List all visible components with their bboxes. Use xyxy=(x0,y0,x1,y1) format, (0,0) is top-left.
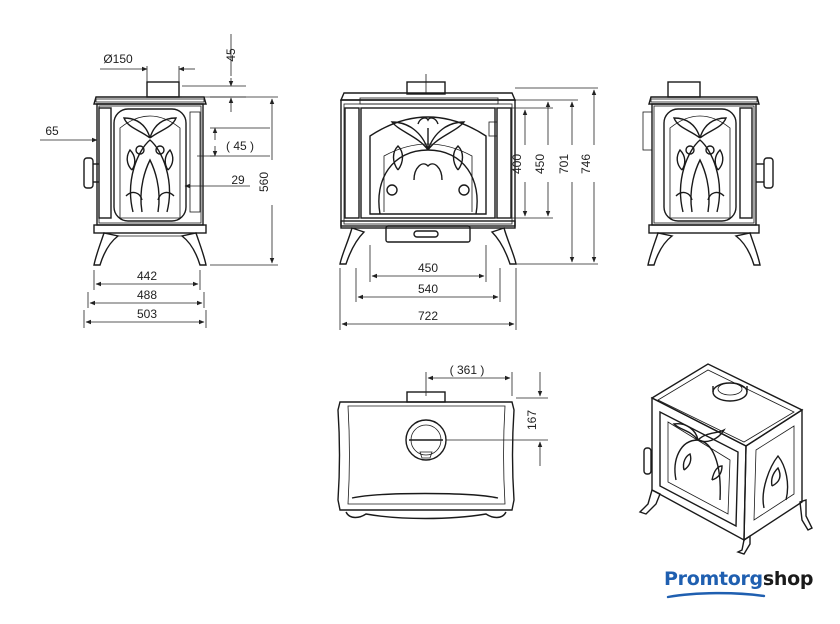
top-dimension-labels: ( 361 ) 167 xyxy=(450,363,539,430)
dim-front-45-top: 45 xyxy=(224,48,238,62)
isometric-view xyxy=(638,363,813,555)
dim-side-540: 540 xyxy=(418,282,438,296)
dim-side-450-h: 450 xyxy=(418,261,438,275)
dim-side-701: 701 xyxy=(557,154,571,174)
front-dimensions xyxy=(40,34,278,328)
front-dimension-labels: 45 Ø150 65 ( 45 ) 29 560 442 488 503 xyxy=(45,48,271,321)
side-dimension-labels: 400 450 701 746 450 540 722 xyxy=(418,154,593,323)
dim-front-65: 65 xyxy=(45,124,59,138)
dim-top-361: ( 361 ) xyxy=(450,363,485,377)
dim-front-560: 560 xyxy=(257,172,271,192)
dim-front-diameter: Ø150 xyxy=(103,52,133,66)
side-view xyxy=(339,74,517,265)
top-view xyxy=(337,372,548,520)
dim-side-450-v: 450 xyxy=(533,154,547,174)
dim-side-400: 400 xyxy=(510,154,524,174)
dim-front-442: 442 xyxy=(137,269,157,283)
front-view xyxy=(83,81,207,266)
dim-front-29: 29 xyxy=(231,173,245,187)
right-view xyxy=(642,81,774,266)
brand-logo[interactable]: Promtorgshop xyxy=(664,568,814,608)
brand-part-shop: shop xyxy=(762,568,814,590)
dim-front-488: 488 xyxy=(137,288,157,302)
brand-swoosh-icon xyxy=(666,591,766,599)
dim-front-503: 503 xyxy=(137,307,157,321)
dim-side-722: 722 xyxy=(418,309,438,323)
dim-side-746: 746 xyxy=(579,154,593,174)
brand-part-promtorg: Promtorg xyxy=(664,568,763,590)
dim-top-167: 167 xyxy=(525,410,539,430)
dim-front-45-flue: ( 45 ) xyxy=(226,139,254,153)
side-dimensions xyxy=(339,87,598,330)
